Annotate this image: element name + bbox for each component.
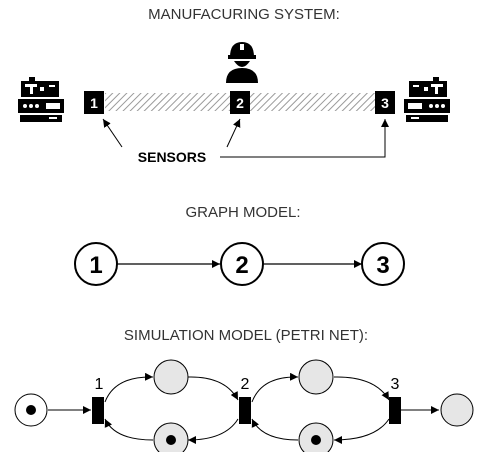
svg-text:2: 2	[236, 95, 244, 111]
petri-place-upper-1	[153, 359, 189, 395]
sensor-1: 1	[84, 91, 104, 114]
cnc-machine-icon	[404, 77, 450, 122]
sensors-label: SENSORS	[138, 149, 206, 165]
petri-token	[26, 405, 36, 415]
graph-title: GRAPH MODEL:	[185, 204, 300, 221]
svg-text:3: 3	[381, 95, 389, 111]
svg-text:1: 1	[90, 95, 98, 111]
petri-transition-2	[239, 397, 251, 424]
sensor-2: 2	[230, 91, 250, 114]
graph-node-1: 1	[74, 242, 118, 286]
sensor-pointer-1	[102, 118, 123, 148]
petri-transition-1	[92, 397, 104, 424]
petri-token	[166, 435, 176, 445]
petri-arcs	[48, 372, 439, 444]
graph-node-2: 2	[220, 242, 264, 286]
graph-node-3: 3	[361, 242, 405, 286]
petri-transition-label-2: 2	[241, 376, 250, 393]
worker-icon	[226, 42, 258, 83]
petri-place-upper-2	[298, 359, 334, 395]
petri-transition-label-1: 1	[95, 376, 104, 393]
petri-transition-3	[389, 397, 401, 424]
petri-token	[311, 435, 321, 445]
petri-transition-label-3: 3	[391, 376, 400, 393]
svg-text:1: 1	[89, 252, 102, 279]
cnc-machine-icon	[18, 77, 64, 122]
sensor-pointer-2	[226, 118, 241, 148]
sensor-3: 3	[375, 91, 395, 114]
svg-text:3: 3	[376, 252, 389, 279]
svg-text:2: 2	[235, 252, 248, 279]
petri-title: SIMULATION MODEL (PETRI NET):	[124, 327, 368, 344]
manufacturing-title: MANUFACURING SYSTEM:	[148, 6, 340, 23]
sensor-pointer-3	[220, 119, 389, 158]
petri-place-end	[440, 393, 474, 427]
